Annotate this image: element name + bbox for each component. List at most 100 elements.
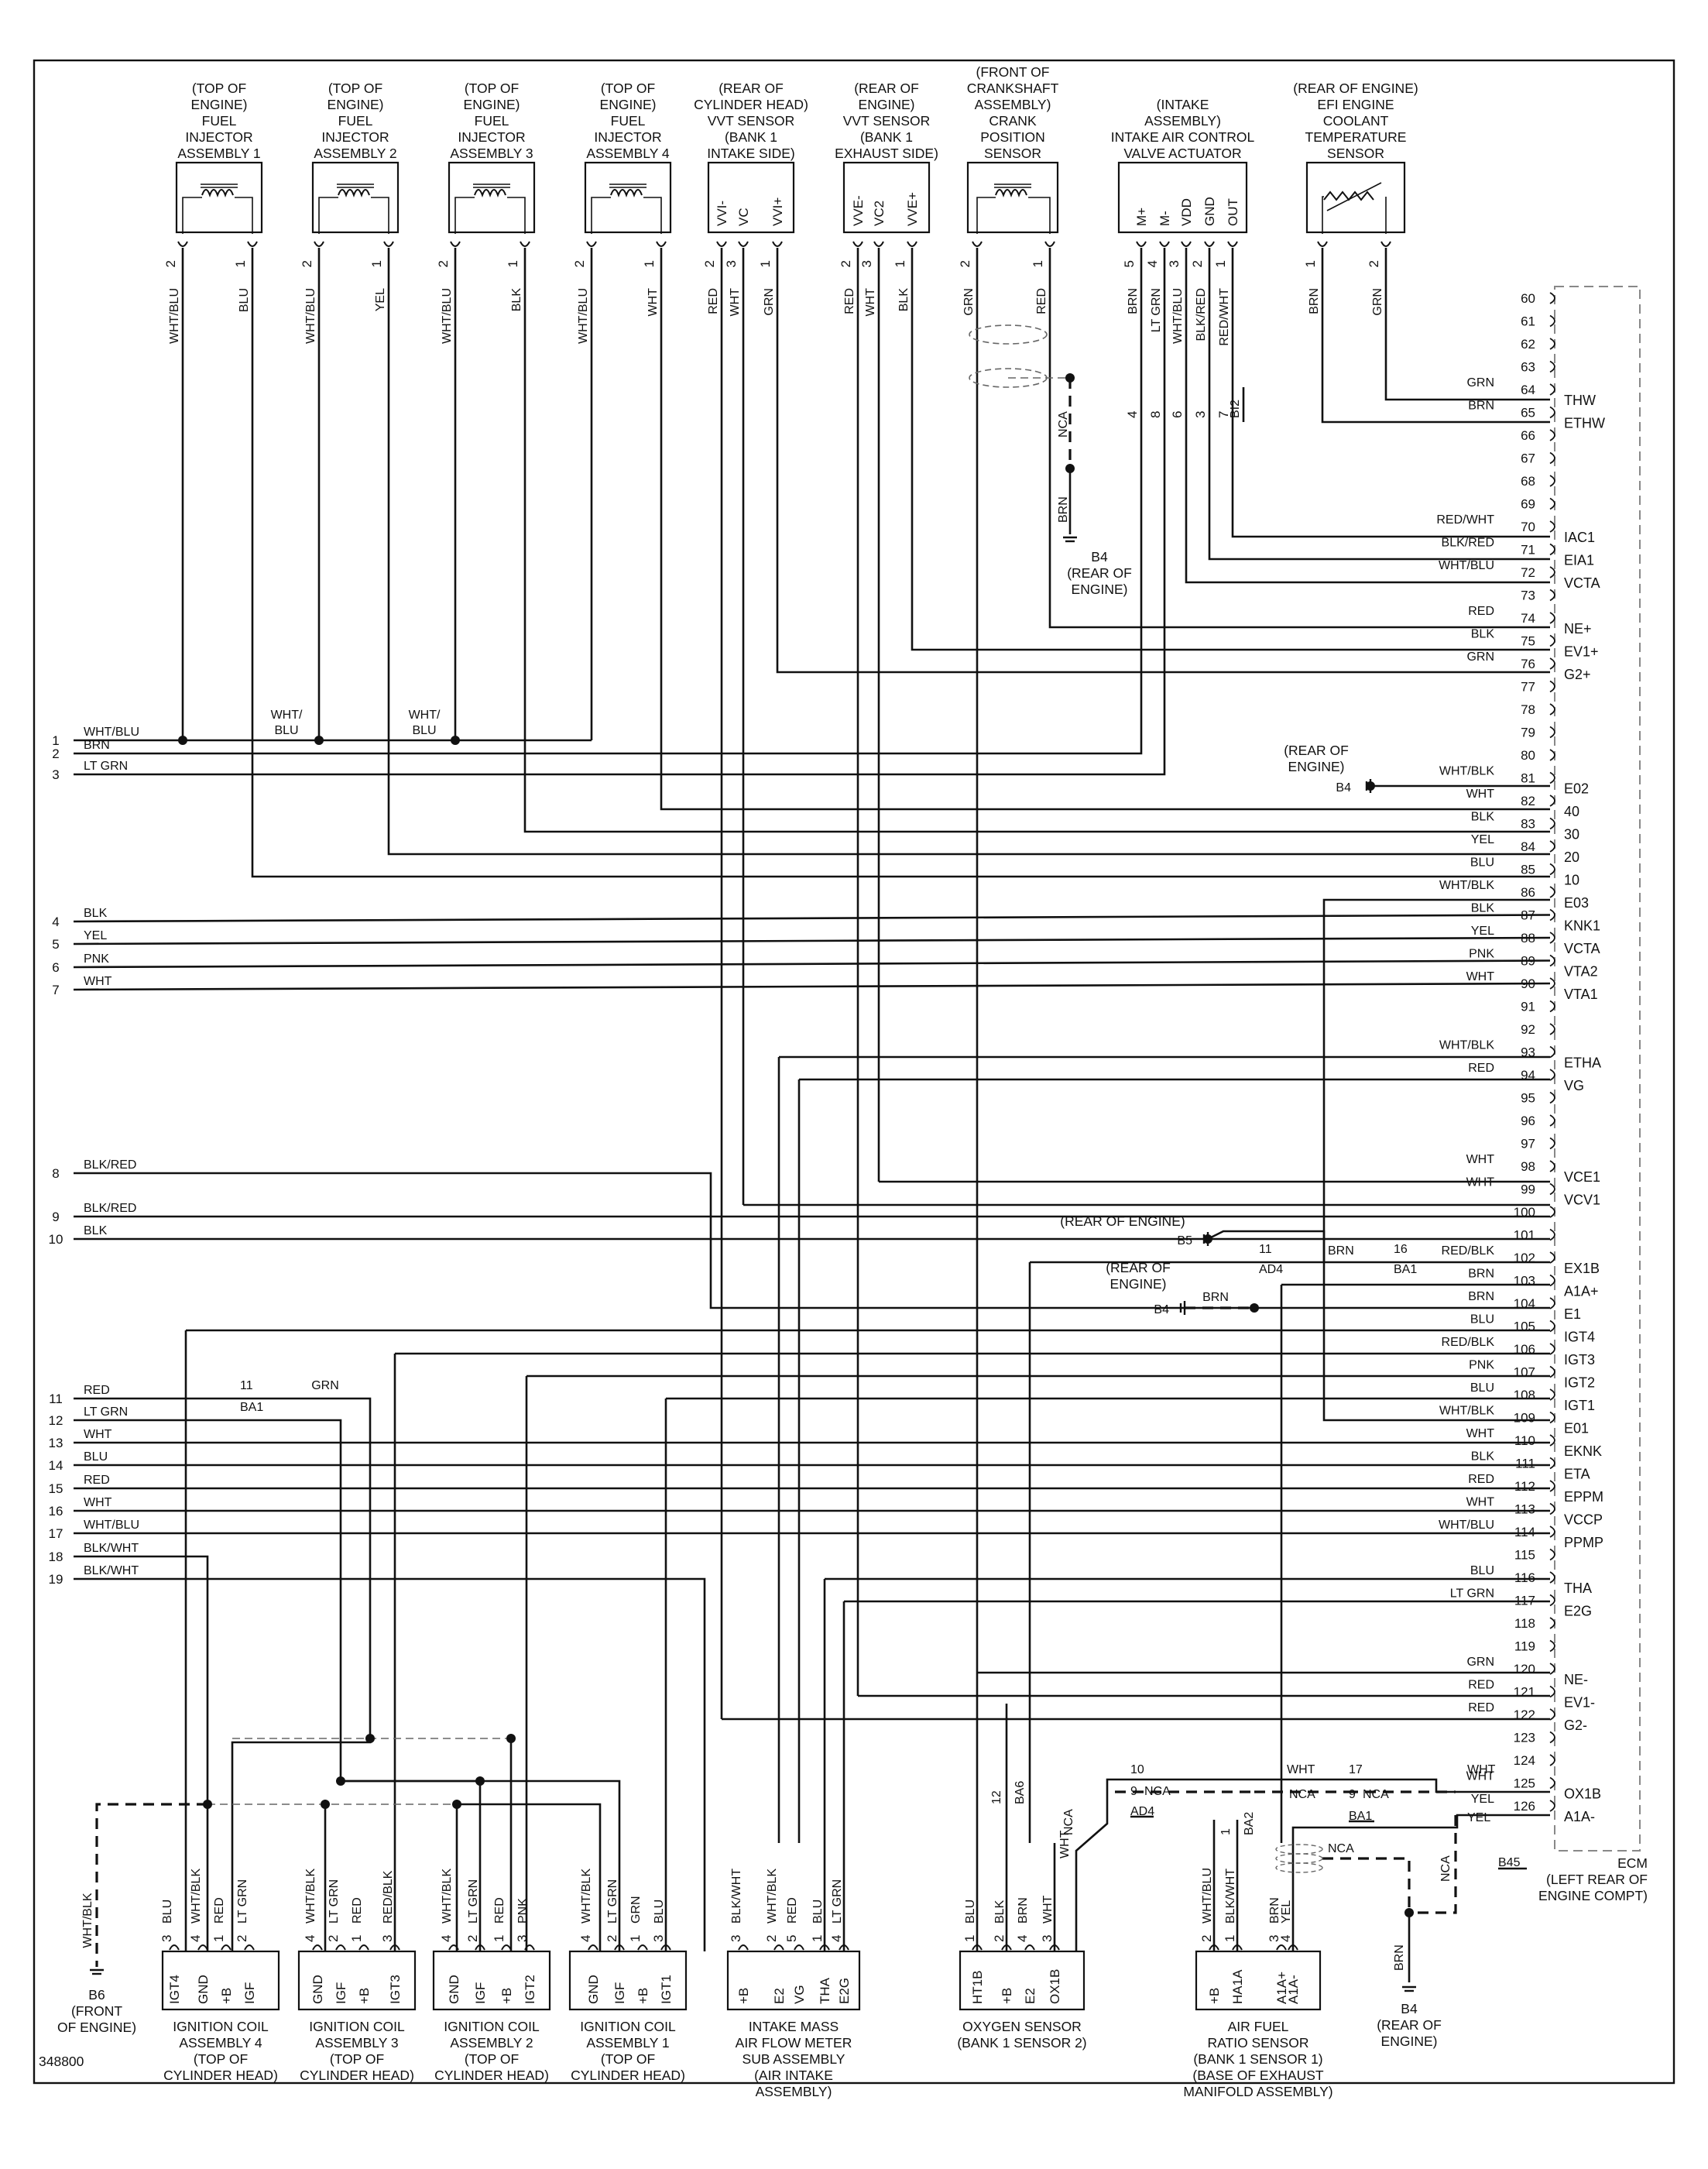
label-line: MANIFOLD ASSEMBLY) xyxy=(1183,2084,1332,2099)
ecm-wire-color: BLU xyxy=(1470,1381,1494,1395)
vvi-plus xyxy=(776,248,1550,674)
ecm-terminal-name: NE- xyxy=(1564,1672,1588,1687)
maf-terminal: +B xyxy=(736,1988,751,2004)
label-line: (REAR OF ENGINE) xyxy=(1293,81,1418,96)
vvti-terminal: VVI+ xyxy=(770,197,785,226)
shield-dot xyxy=(1065,373,1075,383)
label-line: ASSEMBLY) xyxy=(756,2084,832,2099)
ecm-pin-hook xyxy=(1549,817,1555,830)
label-line: (REAR OF xyxy=(1284,743,1349,758)
ig1-gnd xyxy=(457,1803,602,1951)
label-line: (REAR OF xyxy=(854,81,919,96)
ecm-terminal-name: NE+ xyxy=(1564,621,1592,637)
pin-hook xyxy=(1232,1944,1243,1951)
wire-color: BLK xyxy=(897,288,911,312)
ecm-pin-number: 62 xyxy=(1521,337,1535,352)
wire-color: WHT xyxy=(647,288,660,317)
af-terminal: +B xyxy=(1207,1988,1222,2004)
left-terminal-wire: PNK xyxy=(84,952,109,966)
label-line: SENSOR xyxy=(1327,146,1384,161)
ecm-pin-number: 85 xyxy=(1521,863,1535,877)
ecm-pin-number: 78 xyxy=(1521,702,1535,717)
label-line: (TOP OF xyxy=(601,81,655,96)
label-line: (TOP OF xyxy=(330,2051,384,2067)
wire-color: WHT/BLK xyxy=(304,1869,317,1924)
pin-hook xyxy=(1136,241,1147,247)
ecm-wire-color: RED/BLK xyxy=(1442,1336,1495,1349)
pin-hook xyxy=(314,241,324,247)
wire-color: GRN xyxy=(1371,288,1384,316)
ecm-pin-number: 95 xyxy=(1521,1091,1535,1106)
left-terminal-wire: RED xyxy=(84,1474,110,1487)
ecm-terminal-name: E02 xyxy=(1564,781,1589,797)
pin-number: 1 xyxy=(962,1935,977,1942)
ecm-pin-hook xyxy=(1549,1685,1555,1698)
label-line: AIR FUEL xyxy=(1228,2019,1289,2034)
ecm-pin-hook xyxy=(1549,1251,1555,1264)
ad4-bot-conn: AD4 xyxy=(1130,1805,1154,1818)
ecm-terminal-name: IGT4 xyxy=(1564,1330,1595,1345)
ig1-box xyxy=(568,1950,688,2011)
label-line: FUEL xyxy=(611,113,646,129)
b5-ground xyxy=(1202,1232,1209,1246)
o2-terminal: HT1B xyxy=(970,1971,985,2004)
ecm-pin-hook xyxy=(1549,1480,1555,1492)
label-line: ENGINE) xyxy=(859,97,915,112)
label-line: ASSEMBLY 1 xyxy=(586,2035,669,2051)
ecm-pin-number: 79 xyxy=(1521,726,1535,740)
ecm-wire-color: BLK xyxy=(1471,628,1495,641)
ig3-box xyxy=(297,1950,417,2011)
label-line: ENGINE) xyxy=(191,97,248,112)
pin-number: 2 xyxy=(1199,1935,1214,1942)
thermistor-arrow xyxy=(1326,182,1382,211)
splice-dot xyxy=(365,1734,375,1743)
wire-color: RED xyxy=(1035,288,1048,314)
ig1-terminal: GND xyxy=(586,1975,601,2004)
left-terminal-wire: BLK/RED xyxy=(84,1158,136,1172)
pin-hook xyxy=(358,1944,369,1951)
ecm-pin-hook xyxy=(1549,1228,1555,1241)
ecm-terminal-name: EV1+ xyxy=(1564,644,1599,660)
label-line: CYLINDER HEAD) xyxy=(694,97,808,112)
ecm-pin-hook xyxy=(1549,383,1555,396)
ecm-wire-color: BLU xyxy=(1470,856,1494,870)
ecm-terminal-name: EIA1 xyxy=(1564,553,1594,568)
label-line: INTAKE AIR CONTROL xyxy=(1111,129,1255,145)
label-line: INJECTOR xyxy=(321,129,389,145)
ecm-pin-hook xyxy=(1549,566,1555,578)
pin-hook xyxy=(738,241,749,247)
pin-number: 2 xyxy=(436,260,451,267)
wire-color: LT GRN xyxy=(328,1879,341,1924)
maf-terminal: THA xyxy=(818,1977,832,2004)
af-box xyxy=(1195,1950,1322,2011)
pin-hook xyxy=(819,1944,830,1951)
ckp-ground xyxy=(1063,536,1077,543)
pin-hook xyxy=(1288,1944,1298,1951)
row12 xyxy=(74,1419,621,1951)
vvti-terminal: VVI- xyxy=(715,201,729,226)
ecm-pin-number: 110 xyxy=(1514,1433,1535,1448)
iac-connector-pin: 3 xyxy=(1193,411,1208,418)
label-line: ASSEMBLY) xyxy=(1144,113,1221,129)
ecm-pin-hook xyxy=(1549,360,1555,373)
left-terminal-number: 13 xyxy=(49,1436,63,1450)
ecm-wire-color: GRN xyxy=(1466,650,1494,664)
wire-color: WHT/BLK xyxy=(580,1869,593,1924)
ecm-wire-color: WHT/BLK xyxy=(1439,765,1494,778)
pin-hook xyxy=(197,1944,208,1951)
ecm-terminal-name: 10 xyxy=(1564,873,1579,888)
knk-vta-wire xyxy=(73,914,1551,923)
pin-hook xyxy=(1001,1944,1012,1951)
ecm-pin-hook xyxy=(1549,497,1555,510)
left-terminal-number: 18 xyxy=(49,1550,63,1564)
pin-number: 4 xyxy=(1145,260,1160,267)
ecm-pin-number: 61 xyxy=(1521,314,1535,329)
maf-terminal: VG xyxy=(792,1985,807,2004)
wire-color: BLU xyxy=(238,288,251,312)
ecm-wire-color: YEL xyxy=(1471,925,1494,938)
ecm-terminal-name: E1 xyxy=(1564,1306,1581,1322)
